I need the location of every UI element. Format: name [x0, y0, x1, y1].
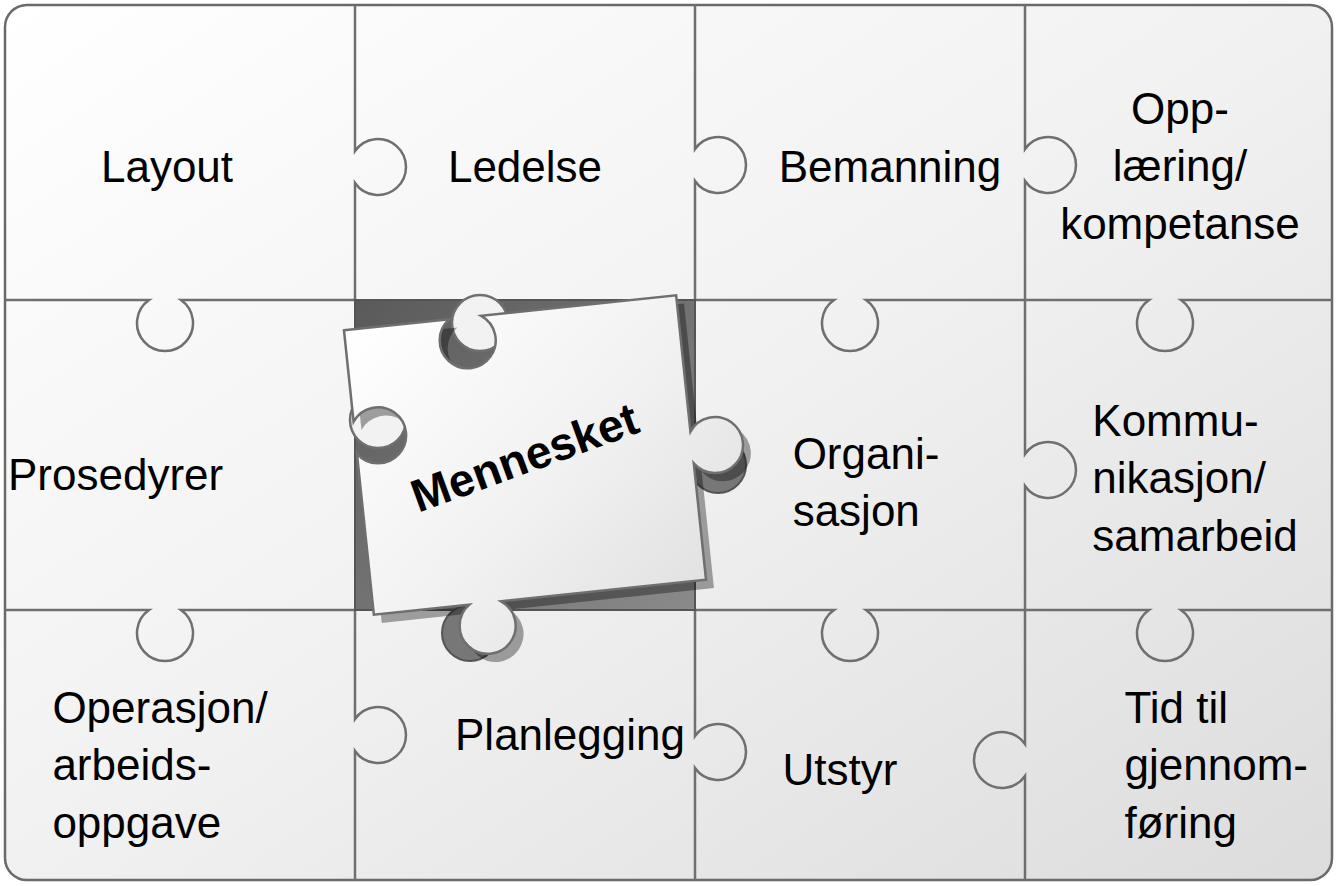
piece-text: Bemanning	[779, 138, 1002, 195]
piece-text: Prosedyrer	[8, 446, 223, 503]
piece-edge	[355, 610, 406, 880]
piece-edge	[695, 610, 1025, 661]
piece-text: Tid til gjennom- føring	[1125, 679, 1320, 851]
piece-text: Operasjon/ arbeids- oppgave	[52, 679, 267, 851]
piece-text: Planlegging	[455, 706, 685, 763]
piece-edge	[1025, 5, 1076, 300]
puzzle-frame	[5, 5, 1332, 880]
piece-text: Mennesket	[403, 389, 647, 527]
puzzle-piece-label: Organi- sasjon	[789, 421, 944, 543]
piece-text: Layout	[101, 138, 233, 195]
piece-edge	[1025, 610, 1332, 661]
puzzle-piece-label: Planlegging	[451, 702, 689, 767]
piece-edge	[695, 5, 746, 300]
puzzle-piece-label: Opp- læring/ kompetanse	[1056, 76, 1304, 256]
piece-text: Opp- læring/ kompetanse	[1060, 80, 1300, 252]
puzzle-piece-label: Operasjon/ arbeids- oppgave	[48, 675, 271, 855]
piece-edge	[1025, 300, 1076, 610]
piece-text: Organi- sasjon	[793, 425, 940, 539]
piece-text: Ledelse	[448, 138, 602, 195]
piece-borders	[5, 5, 1332, 880]
piece-edge	[695, 610, 746, 880]
piece-edge	[974, 610, 1025, 880]
lifted-piece	[344, 289, 770, 674]
piece-edge	[1025, 300, 1332, 351]
piece-edge	[695, 300, 1025, 351]
piece-text: Utstyr	[783, 741, 898, 798]
lifted-piece-label: Mennesket	[398, 384, 652, 532]
center-piece	[344, 290, 762, 665]
puzzle-piece-label: Tid til gjennom- føring	[1121, 675, 1324, 855]
puzzle-piece-label: Kommu- nikasjon/ samarbeid	[1088, 388, 1301, 568]
piece-edge	[5, 300, 355, 351]
puzzle-piece-label: Bemanning	[775, 134, 1006, 199]
puzzle-piece-label: Utstyr	[779, 737, 902, 802]
puzzle-piece-label: Layout	[97, 134, 237, 199]
puzzle-piece-label: Prosedyrer	[4, 442, 227, 507]
piece-edge	[5, 610, 355, 661]
piece-text: Kommu- nikasjon/ samarbeid	[1092, 392, 1297, 564]
piece-edge	[355, 5, 406, 300]
puzzle-piece-label: Ledelse	[444, 134, 606, 199]
